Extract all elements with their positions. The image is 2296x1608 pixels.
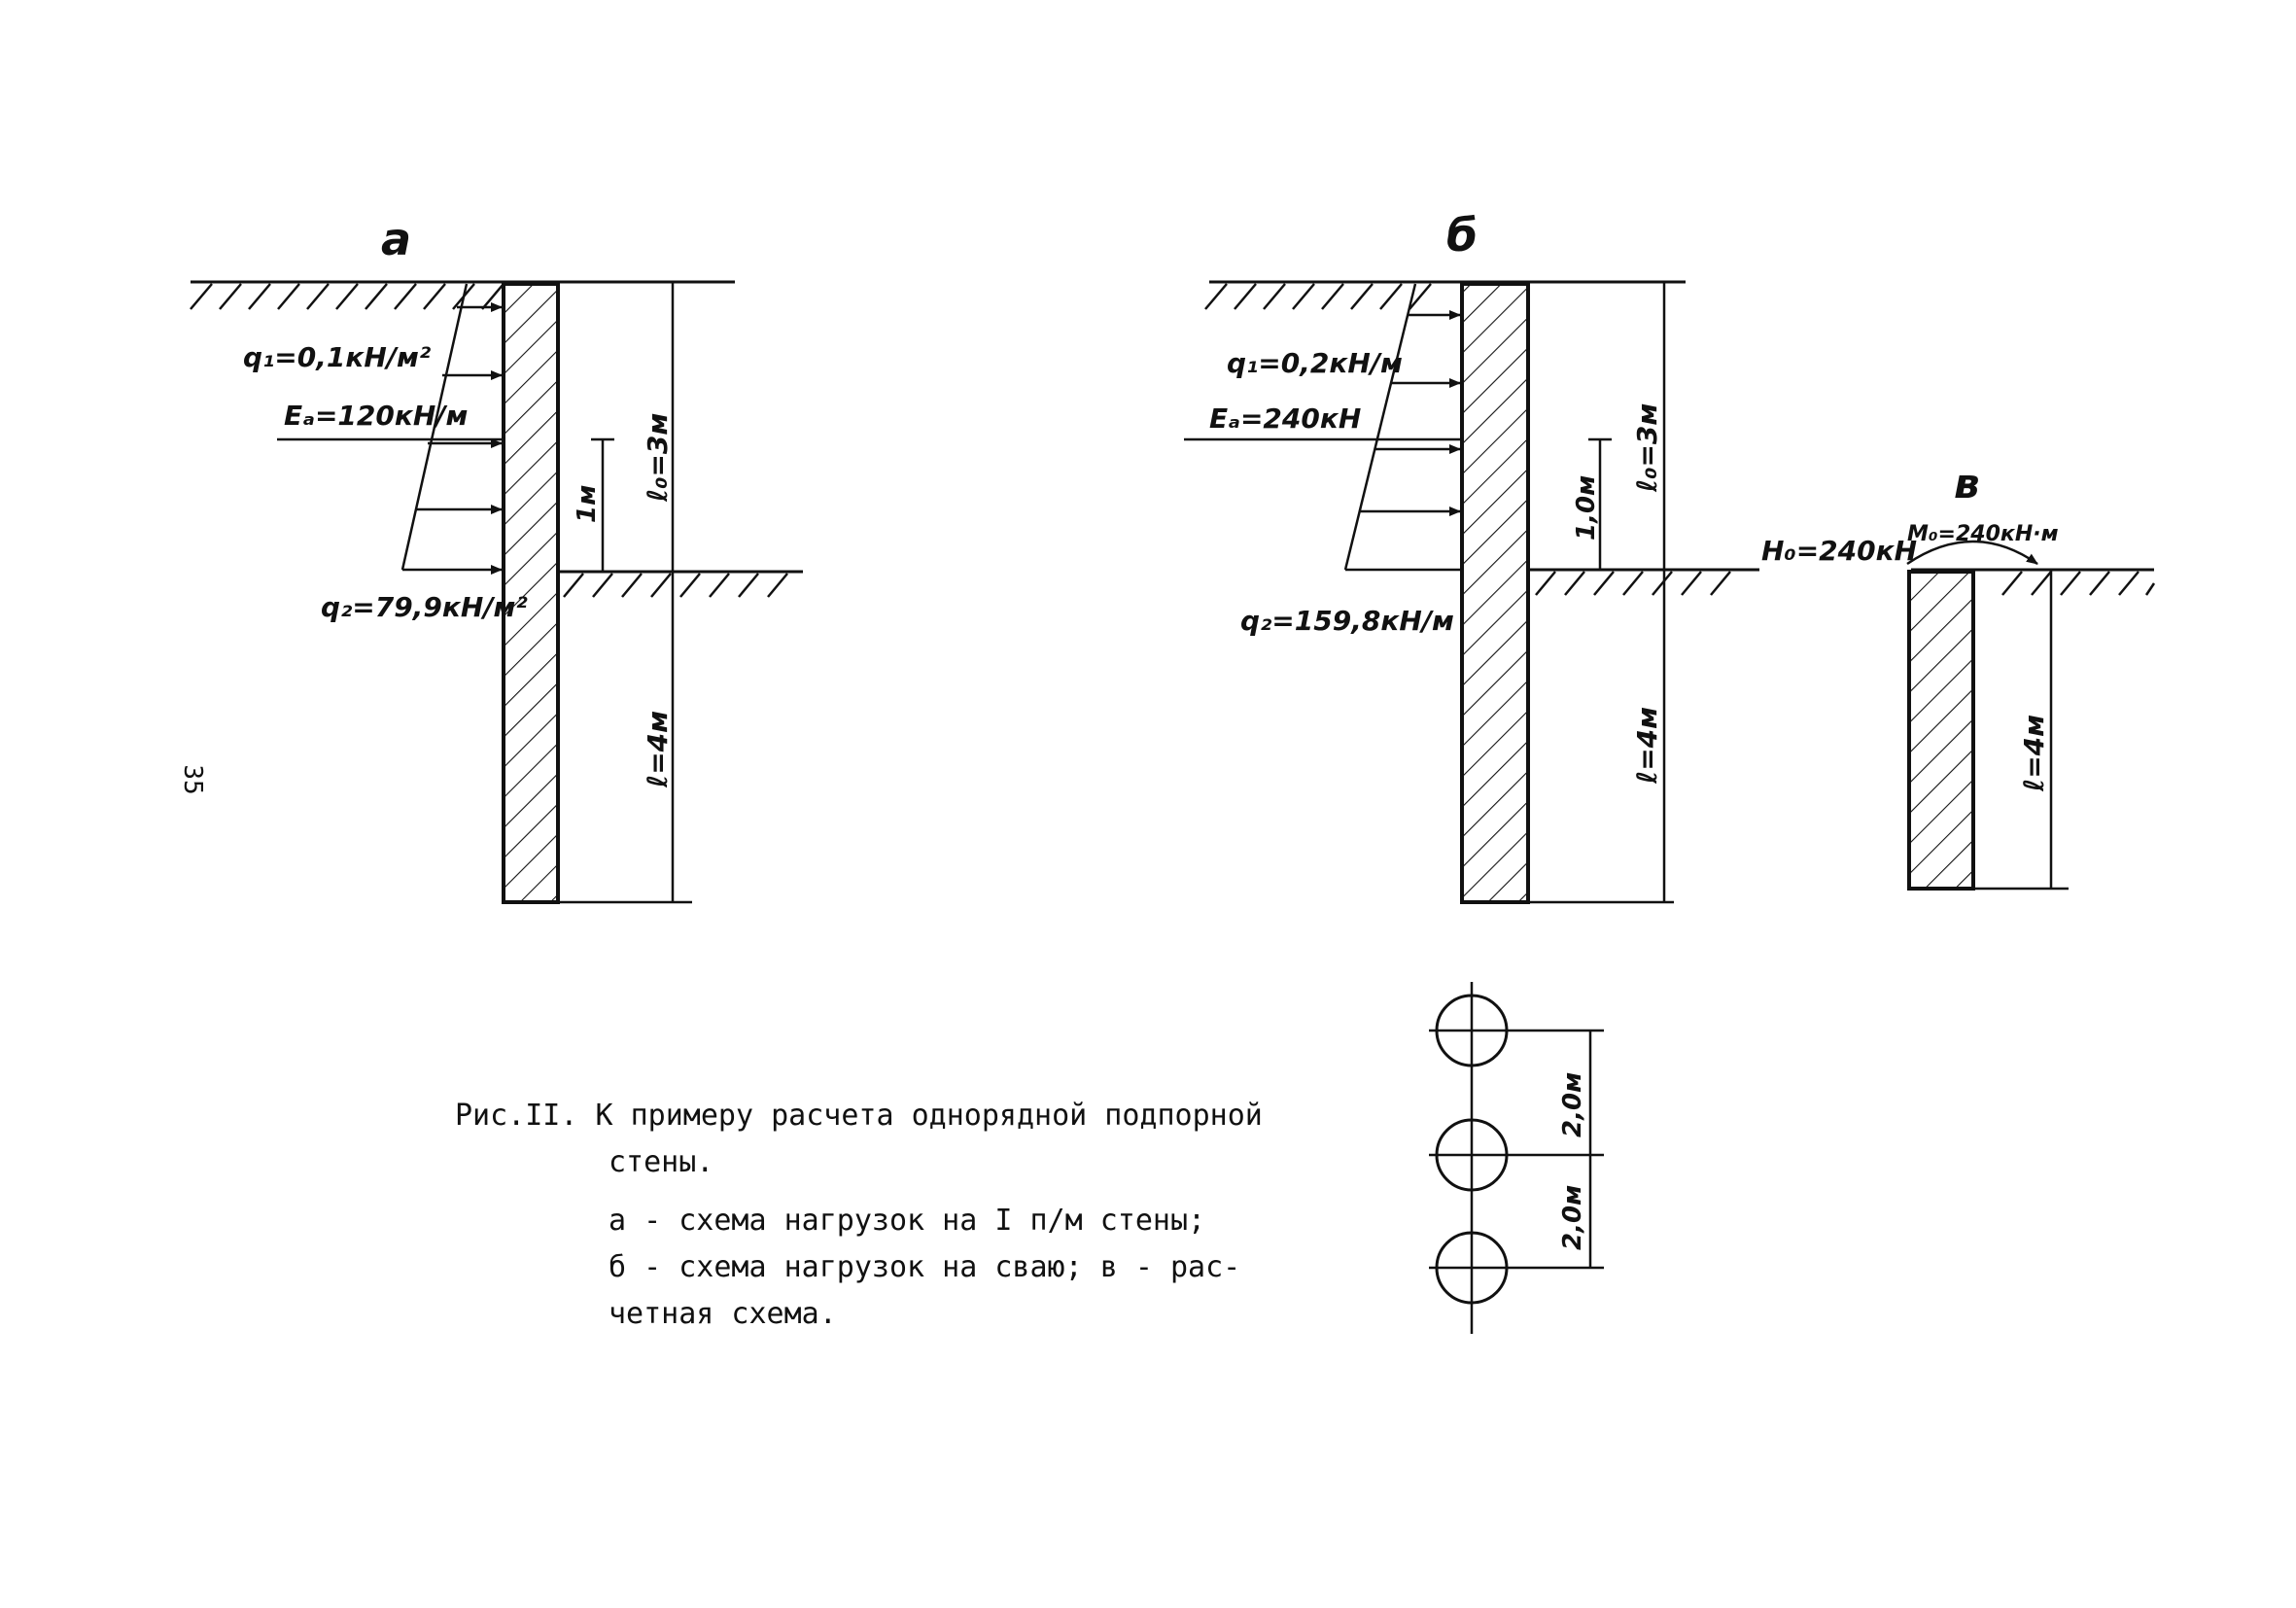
- panel-b: б: [1184, 209, 1759, 904]
- dim-l0-a: ℓ₀=3м: [642, 413, 674, 503]
- dim-1m-b: 1,0м: [1572, 475, 1601, 541]
- m0-label: M₀=240кН·м: [1907, 522, 2059, 546]
- pile-plan: 2,0м 2,0м: [1429, 982, 1604, 1334]
- pile-spacing-top: 2,0м: [1558, 1072, 1587, 1137]
- dimension-lines-v: [1973, 570, 2069, 891]
- pressure-diagram-edge: [400, 283, 469, 571]
- caption-line-4: б - схема нагрузок на сваю; в - рас-: [609, 1250, 1241, 1284]
- pile-circle-bottom: [1429, 1231, 1604, 1305]
- caption-line-2: стены.: [609, 1145, 714, 1179]
- panel-a: а: [190, 213, 803, 904]
- dim-l-a: ℓ=4м: [642, 711, 674, 788]
- q1-label-b: q₁=0,2кН/м: [1227, 347, 1403, 379]
- soil-hatch-top: [1204, 283, 1432, 310]
- soil-hatch-excavation: [563, 573, 788, 598]
- moment-arrow: [1906, 540, 2038, 566]
- wall-section-a: [502, 282, 560, 904]
- dim-l-b: ℓ=4м: [1631, 707, 1663, 785]
- q1-label-a: q₁=0,1кН/м²: [243, 341, 432, 373]
- pressure-arrows: [1359, 310, 1461, 516]
- page-number: 35: [178, 764, 207, 795]
- soil-hatch: [2001, 571, 2156, 596]
- caption-line-1: Рис.II. К примеру расчета однорядной под…: [455, 1099, 1263, 1133]
- pile-circle-middle: [1429, 1118, 1604, 1192]
- pressure-diagram-edge: [1343, 283, 1417, 571]
- caption-line-3: а - схема нагрузок на I п/м стены;: [609, 1204, 1206, 1238]
- soil-hatch-top: [190, 283, 504, 310]
- dimension-lines-b: [1528, 282, 1676, 904]
- panel-b-letter: б: [1446, 209, 1478, 262]
- ea-label-a: Eₐ=120кН/м: [284, 400, 468, 432]
- q2-label-b: q₂=159,8кН/м: [1240, 605, 1454, 637]
- pile-spacing-bottom: 2,0м: [1558, 1185, 1587, 1250]
- soil-hatch-excavation: [1535, 571, 1731, 596]
- pressure-arrows: [402, 302, 503, 575]
- panel-v-letter: в: [1954, 460, 1980, 507]
- dim-1m-a: 1м: [573, 485, 602, 523]
- dim-l-v: ℓ=4м: [2018, 715, 2050, 792]
- pile-circle-top: [1429, 994, 1604, 1067]
- dim-l0-b: ℓ₀=3м: [1631, 403, 1663, 493]
- caption-line-5: четная схема.: [609, 1297, 837, 1331]
- q2-label-a: q₂=79,9кН/м²: [321, 591, 528, 623]
- pile-section-b: [1460, 282, 1530, 904]
- dimension-lines-a: [558, 282, 692, 904]
- panel-a-letter: а: [381, 213, 411, 265]
- h0-label: H₀=240кН: [1761, 535, 1917, 567]
- pile-design-scheme: [1907, 570, 1975, 891]
- ea-label-b: Eₐ=240кН: [1209, 402, 1361, 435]
- panel-v: в H₀=240кН M₀=240кН·м ℓ=4м: [1761, 460, 2156, 891]
